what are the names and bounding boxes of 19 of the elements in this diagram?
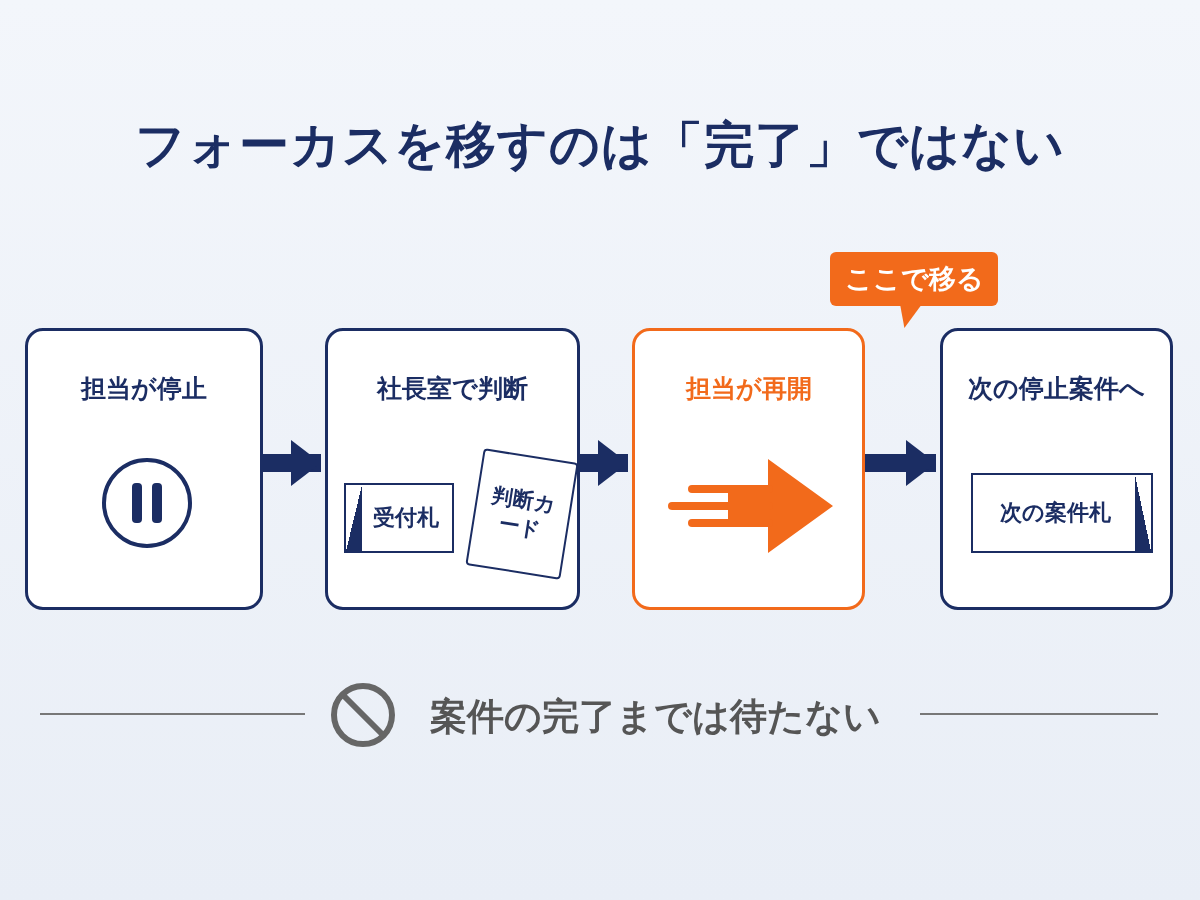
card-label: 判断カード [489,482,559,545]
callout-text: ここで移る [843,262,985,296]
step-box [325,328,580,610]
title: フォーカスを移すのは「完了」ではない [134,115,1066,176]
block-arrow [865,440,936,486]
step-label: 次の停止案件へ [967,373,1146,405]
step-box [25,328,263,610]
tent-card [971,473,1153,553]
block-arrow [263,440,321,486]
step-label: 社長室で判断 [375,373,529,405]
highlighted-step-box [632,328,865,610]
card-label: 受付札 [372,503,440,532]
block-arrow [580,440,628,486]
step-label: 担当が停止 [79,373,208,405]
step-label: 担当が再開 [684,373,813,405]
tent-card [344,483,454,553]
note-text: 案件の完了までは待たない [430,694,881,740]
card-label: 次の案件札 [998,498,1112,527]
step-box [940,328,1173,610]
